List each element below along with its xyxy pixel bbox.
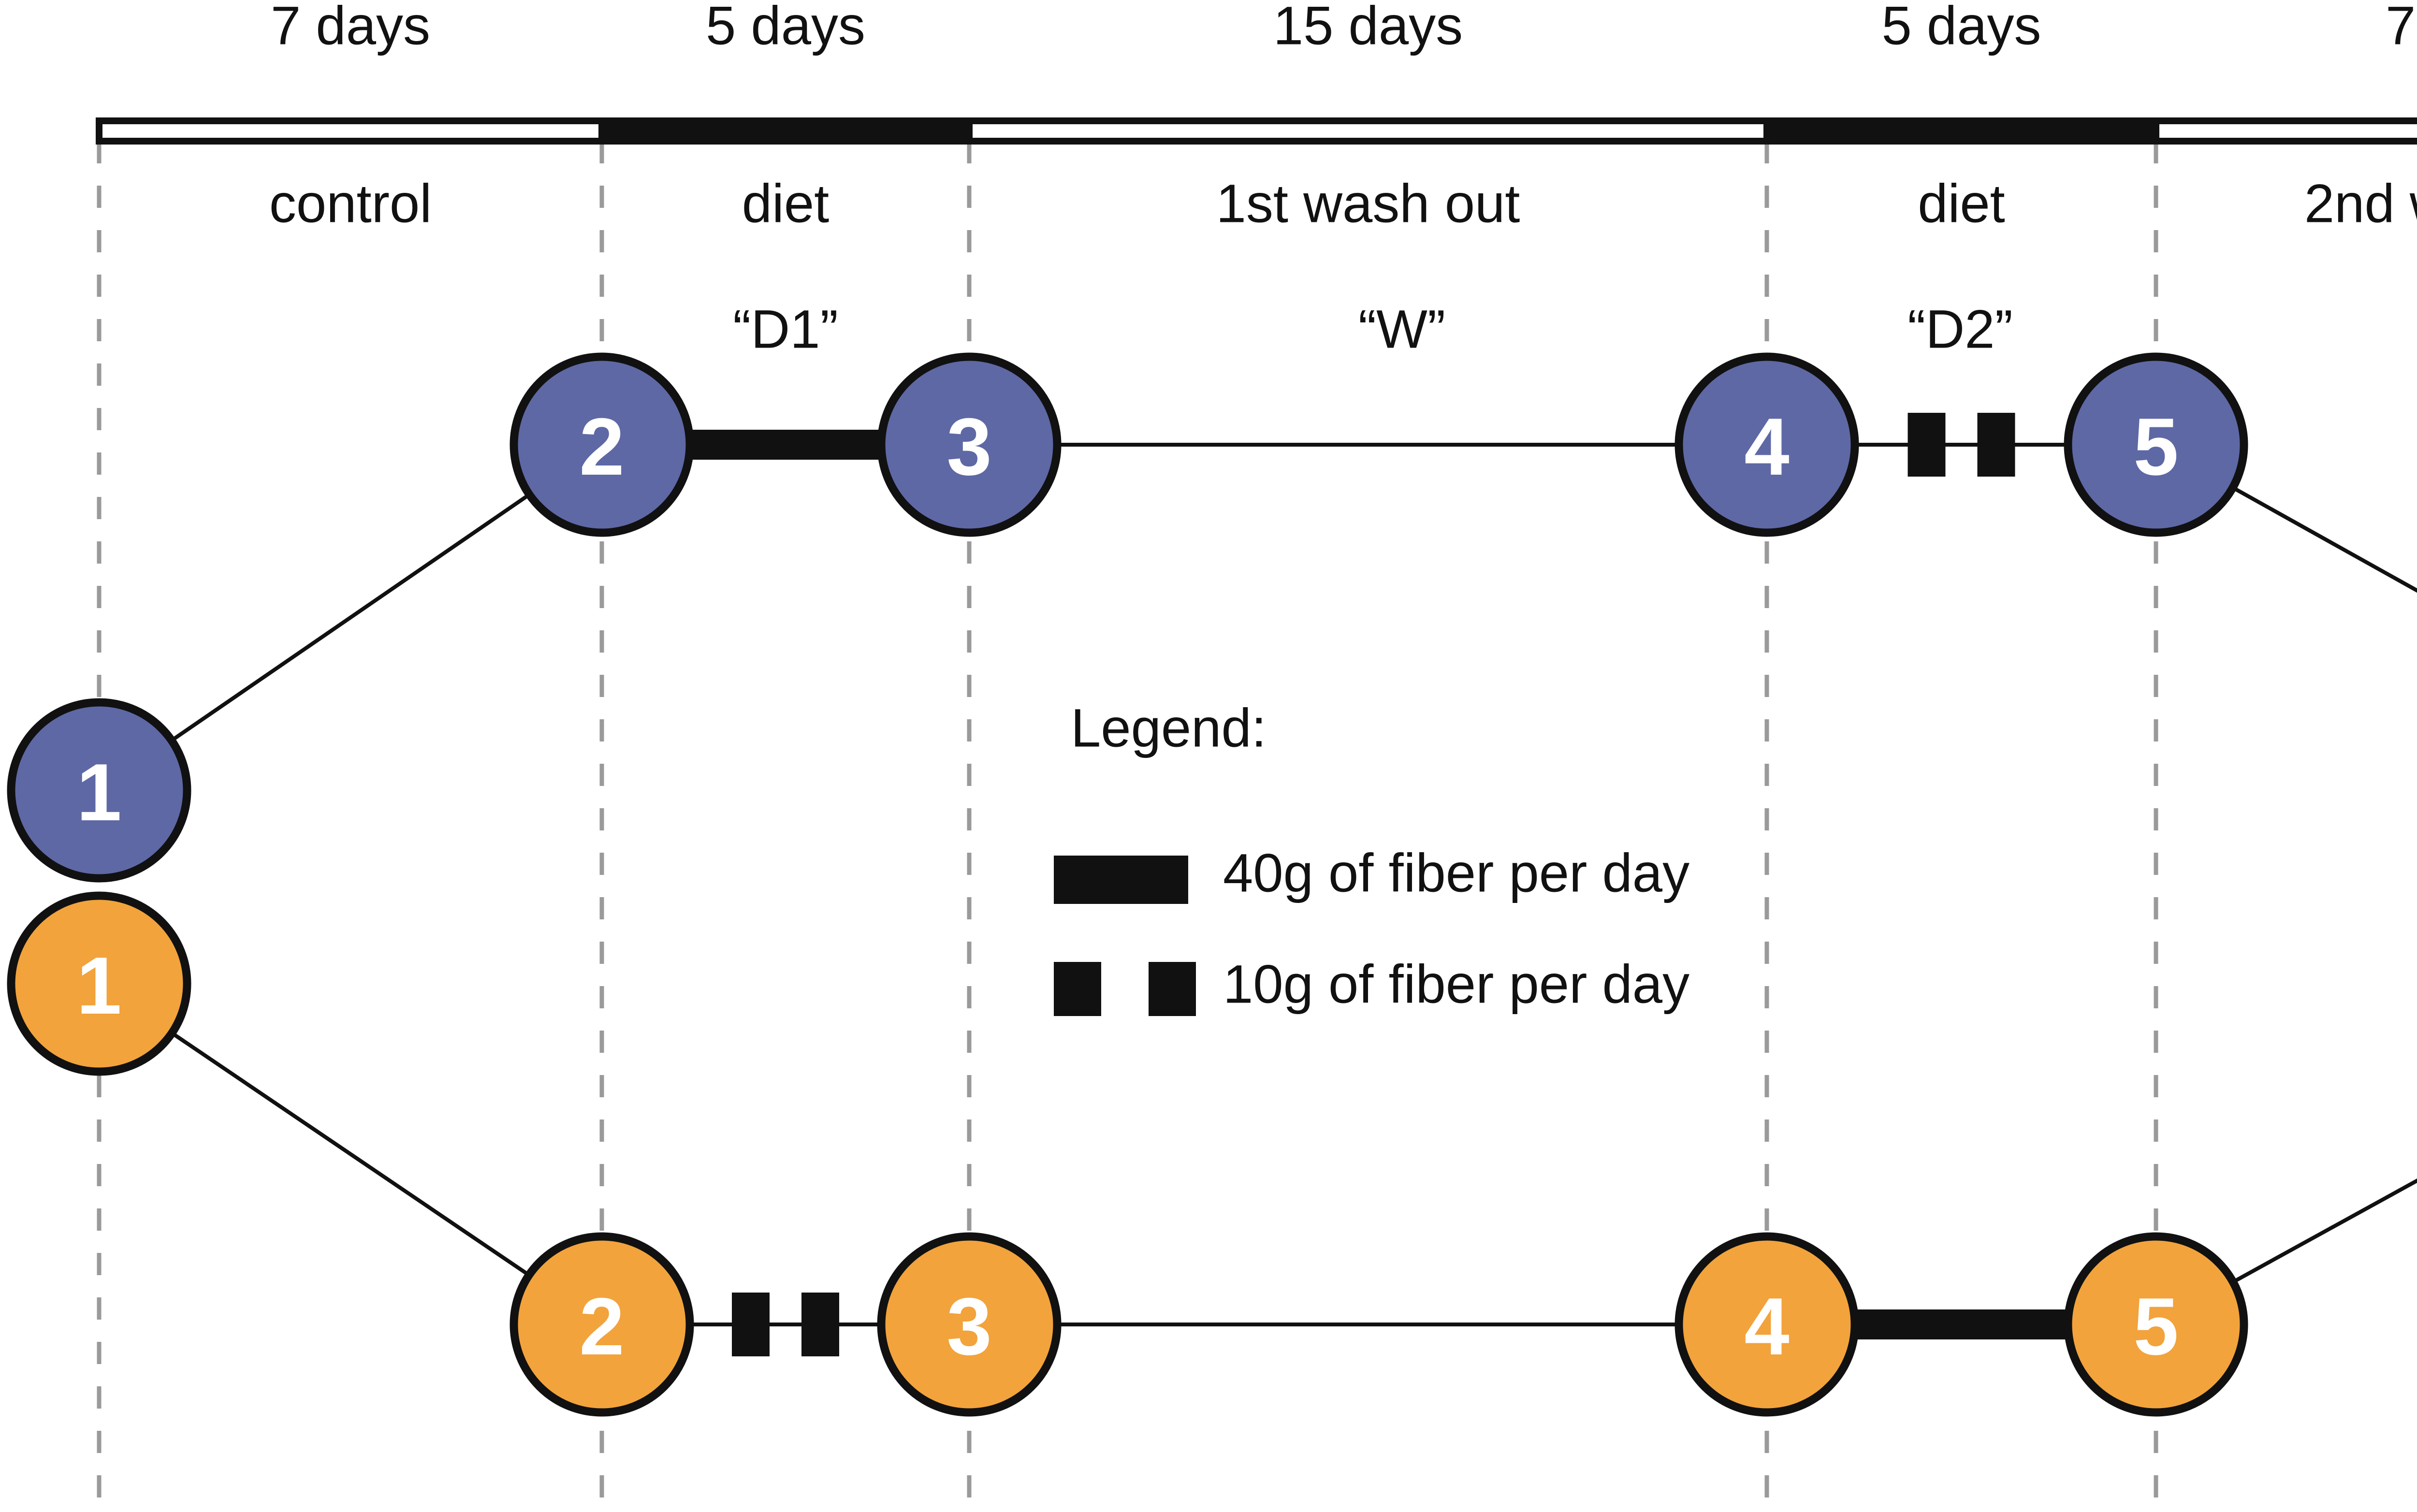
timeline-segment-4 — [2153, 117, 2417, 145]
arm-b-timepoint-3[interactable]: 3 — [877, 1232, 1062, 1417]
period-code-0: “D1” — [733, 299, 838, 360]
node-circle — [1674, 352, 1859, 537]
phase-label-1: diet — [742, 174, 830, 234]
arm-a-edge-4-5-10g-dash-0 — [1907, 413, 1946, 477]
legend-label-1: 10g of fiber per day — [1223, 954, 1689, 1015]
arm-a-edge-1-2 — [168, 491, 533, 744]
node-circle — [877, 352, 1062, 537]
arm-b-edge-2-3-10g-dash-0 — [732, 1293, 770, 1356]
arm-nodes: 123456123456 — [7, 352, 2248, 1417]
duration-label-4: 7 days — [2386, 0, 2417, 56]
node-circle — [877, 1232, 1062, 1417]
node-number: 1 — [76, 747, 121, 838]
duration-label-0: 7 days — [271, 0, 430, 56]
node-number: 4 — [1744, 1281, 1789, 1372]
legend-swatch-dashed-10g-1 — [1149, 962, 1196, 1016]
phase-labels: control diet 1st wash out diet 2nd wash out — [269, 174, 2417, 234]
phase-label-2: 1st wash out — [1216, 174, 1520, 234]
arm-a-timepoint-1[interactable]: 1 — [7, 698, 191, 883]
arm-b-timepoint-4[interactable]: 4 — [1674, 1232, 1859, 1417]
legend-title: Legend: — [1071, 698, 1267, 758]
arm-a-timepoint-4[interactable]: 4 — [1674, 352, 1859, 537]
timeline-segment-3 — [1763, 117, 2159, 145]
arm-b-timepoint-1[interactable]: 1 — [7, 891, 191, 1076]
duration-labels: 7 days 5 days 15 days 5 days 7 days — [271, 0, 2417, 56]
period-code-2: “D2” — [1907, 299, 2013, 360]
period-code-1: “W” — [1358, 299, 1445, 360]
arm-b-timepoint-2[interactable]: 2 — [510, 1232, 694, 1417]
node-number: 5 — [2133, 1281, 2178, 1372]
arm-b-timepoint-5[interactable]: 5 — [2064, 1232, 2248, 1417]
timeline-segment-2 — [966, 117, 1770, 145]
node-number: 4 — [1744, 401, 1789, 492]
node-circle — [7, 891, 191, 1076]
node-circle — [7, 698, 191, 883]
node-circle — [510, 1232, 694, 1417]
timeline-bar — [96, 117, 2417, 145]
arm-a-edge-5-6 — [2229, 484, 2417, 593]
node-circle — [510, 352, 694, 537]
arm-b-edge-1-2 — [168, 1030, 533, 1279]
node-number: 2 — [579, 401, 624, 492]
node-number: 5 — [2133, 401, 2178, 492]
node-number: 3 — [946, 401, 991, 492]
arm-a-timepoint-2[interactable]: 2 — [510, 352, 694, 537]
arm-edges — [168, 413, 2417, 1356]
arm-a-edge-4-5-10g-dash-1 — [1977, 413, 2015, 477]
period-code-labels: “D1” “W” “D2” — [733, 299, 2013, 360]
node-circle — [2064, 352, 2248, 537]
phase-label-0: control — [269, 174, 432, 234]
arm-a-timepoint-3[interactable]: 3 — [877, 352, 1062, 537]
timeline-segment-0 — [96, 117, 605, 145]
node-number: 2 — [579, 1281, 624, 1372]
duration-label-2: 15 days — [1273, 0, 1463, 56]
duration-label-1: 5 days — [706, 0, 865, 56]
legend-label-0: 40g of fiber per day — [1223, 843, 1689, 903]
legend: Legend: 40g of fiber per day 10g of fiber … — [1054, 698, 1689, 1016]
phase-label-3: diet — [1918, 174, 2005, 234]
timeline-segment-1 — [598, 117, 973, 145]
legend-swatch-dashed-10g-0 — [1054, 962, 1101, 1016]
node-circle — [2064, 1232, 2248, 1417]
phase-label-4: 2nd wash out — [2304, 174, 2417, 234]
legend-swatch-solid-40g — [1054, 856, 1188, 904]
node-circle — [1674, 1232, 1859, 1417]
node-number: 1 — [76, 940, 121, 1031]
duration-label-3: 5 days — [1882, 0, 2041, 56]
arm-a-timepoint-5[interactable]: 5 — [2064, 352, 2248, 537]
arm-b-edge-5-6 — [2229, 1178, 2417, 1285]
node-number: 3 — [946, 1281, 991, 1372]
arm-b-edge-2-3-10g-dash-1 — [801, 1293, 839, 1356]
